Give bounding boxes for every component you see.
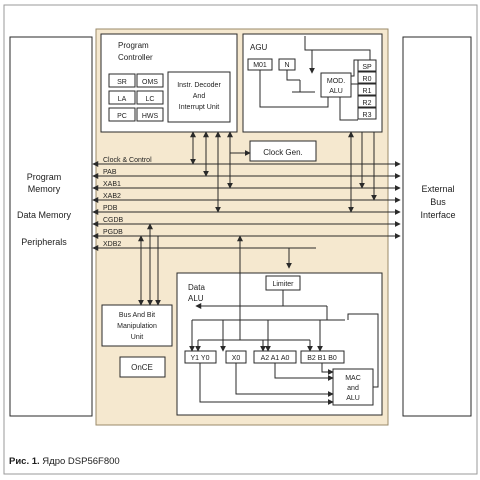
once-block <box>119 356 166 378</box>
m01-label: M01 <box>253 62 267 69</box>
n-label: N <box>284 62 289 69</box>
r0-label: R0 <box>363 76 372 83</box>
clock-gen-label: Clock Gen. <box>263 148 303 157</box>
outer-frame <box>3 4 478 475</box>
external-bus-label-3: Interface <box>420 210 455 220</box>
lc-label: LC <box>146 96 155 103</box>
external-bus-label-2: Bus <box>430 197 446 207</box>
figure-caption: Рис. 1. Ядро DSP56F800 <box>9 456 120 467</box>
data-alu-registers: Y1 Y0 X0 A2 A1 A0 B2 B1 B0 <box>184 350 345 364</box>
agu-bus-connectors <box>348 131 377 213</box>
bus-bit-connectors <box>138 223 161 306</box>
program-memory-label-2: Memory <box>28 184 61 194</box>
y-register-label: Y1 Y0 <box>191 355 210 362</box>
pc-register <box>108 107 136 122</box>
bus-bit-label-1: Bus And Bit <box>119 312 155 319</box>
bus-label-xdb2: XDB2 <box>103 241 121 248</box>
r0-register <box>357 71 377 84</box>
external-bus-panel <box>402 36 472 417</box>
bus-label-xab1: XAB1 <box>103 181 121 188</box>
sr-label: SR <box>117 79 127 86</box>
pc-bus-connectors <box>190 131 233 213</box>
sp-register <box>357 59 377 72</box>
agu-title: AGU <box>250 43 268 52</box>
lc-register <box>136 90 164 105</box>
bus-label-xab2: XAB2 <box>103 193 121 200</box>
data-memory-label: Data Memory <box>17 210 72 220</box>
program-memory-label-1: Program <box>27 172 62 182</box>
limiter-label: Limiter <box>272 281 294 288</box>
r2-label: R2 <box>363 100 372 107</box>
r1-register <box>357 83 377 96</box>
mod-alu-label-2: ALU <box>329 88 343 95</box>
pc-register-grid: SR OMS LA LC PC HWS <box>108 73 164 122</box>
mac-alu-label-1: MAC <box>345 375 361 382</box>
bus-bit-label-3: Unit <box>131 334 144 341</box>
sr-register <box>108 73 136 88</box>
hws-register <box>136 107 164 122</box>
left-memory-panel <box>9 36 93 417</box>
oms-register <box>136 73 164 88</box>
mod-alu-block <box>320 72 352 98</box>
bus-label-cgdb: CGDB <box>103 217 124 224</box>
la-register <box>108 90 136 105</box>
r3-label: R3 <box>363 112 372 119</box>
r3-register <box>357 107 377 120</box>
b-accumulator-label: B2 B1 B0 <box>307 355 337 362</box>
data-alu-wiring <box>189 235 379 405</box>
peripherals-label: Peripherals <box>21 237 67 247</box>
mac-alu-block <box>332 368 374 406</box>
r1-label: R1 <box>363 88 372 95</box>
mod-alu-label-1: MOD. <box>327 78 345 85</box>
pc-label: PC <box>117 113 127 120</box>
data-alu-title-1: Data <box>188 283 205 292</box>
la-label: LA <box>118 96 127 103</box>
decoder-label-1: Instr. Decoder <box>177 82 221 89</box>
decoder-label-3: Interrupt Unit <box>179 104 220 111</box>
bus-label-pdb: PDB <box>103 205 118 212</box>
bus-label-clock-control: Clock & Control <box>103 157 152 164</box>
agu-wiring <box>259 36 371 121</box>
caption-prefix: Рис. 1. <box>9 456 40 467</box>
external-bus-label-1: External <box>421 184 454 194</box>
hws-label: HWS <box>142 113 159 120</box>
decoder-label-2: And <box>193 93 206 100</box>
mac-alu-label-2: and <box>347 385 359 392</box>
x0-register-label: X0 <box>232 355 241 362</box>
agu-register-stack: SP R0 R1 R2 R3 <box>357 59 377 120</box>
r2-register <box>357 95 377 108</box>
program-controller-title-2: Controller <box>118 53 153 62</box>
oms-label: OMS <box>142 79 158 86</box>
data-alu-title-2: ALU <box>188 294 204 303</box>
bus-label-pab: PAB <box>103 169 117 176</box>
mac-alu-label-3: ALU <box>346 395 360 402</box>
instruction-decoder-block <box>167 71 231 123</box>
bus-label-pgdb: PGDB <box>103 229 123 236</box>
bus-bit-label-2: Manipulation <box>117 323 157 330</box>
sp-label: SP <box>362 64 372 71</box>
program-controller-title-1: Program <box>118 41 149 50</box>
a-accumulator-label: A2 A1 A0 <box>261 355 290 362</box>
bus-bit-manipulation-block <box>101 304 173 347</box>
caption-text: Ядро DSP56F800 <box>40 456 120 467</box>
once-label: OnCE <box>131 363 153 372</box>
